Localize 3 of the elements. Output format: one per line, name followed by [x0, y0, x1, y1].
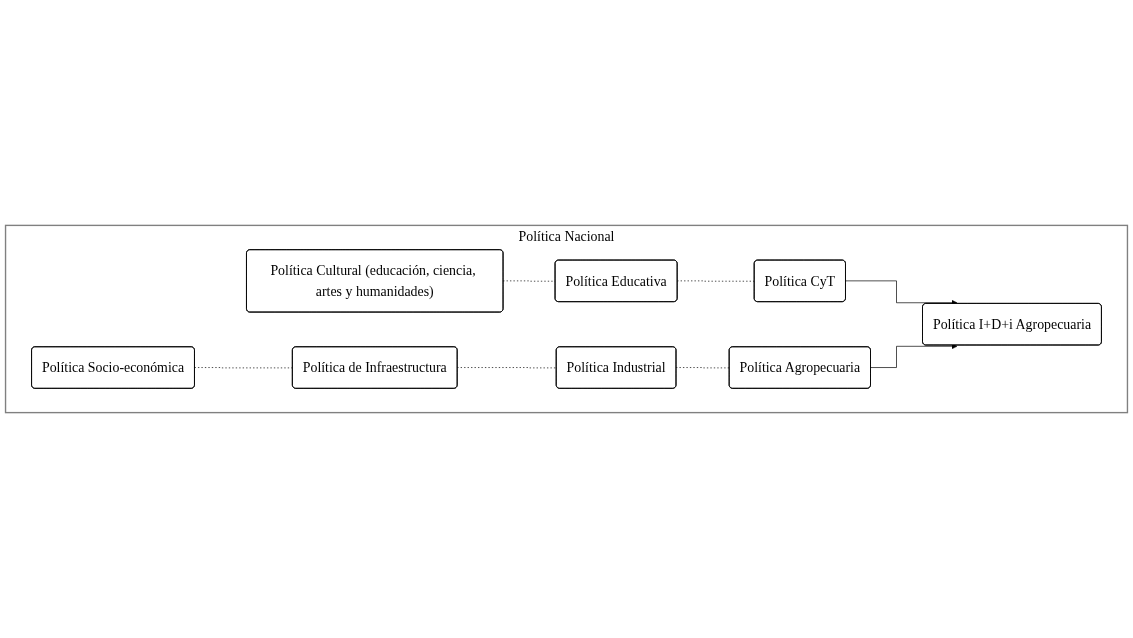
- connector: [503, 280, 556, 282]
- connector: [457, 367, 557, 369]
- connector: [676, 367, 730, 369]
